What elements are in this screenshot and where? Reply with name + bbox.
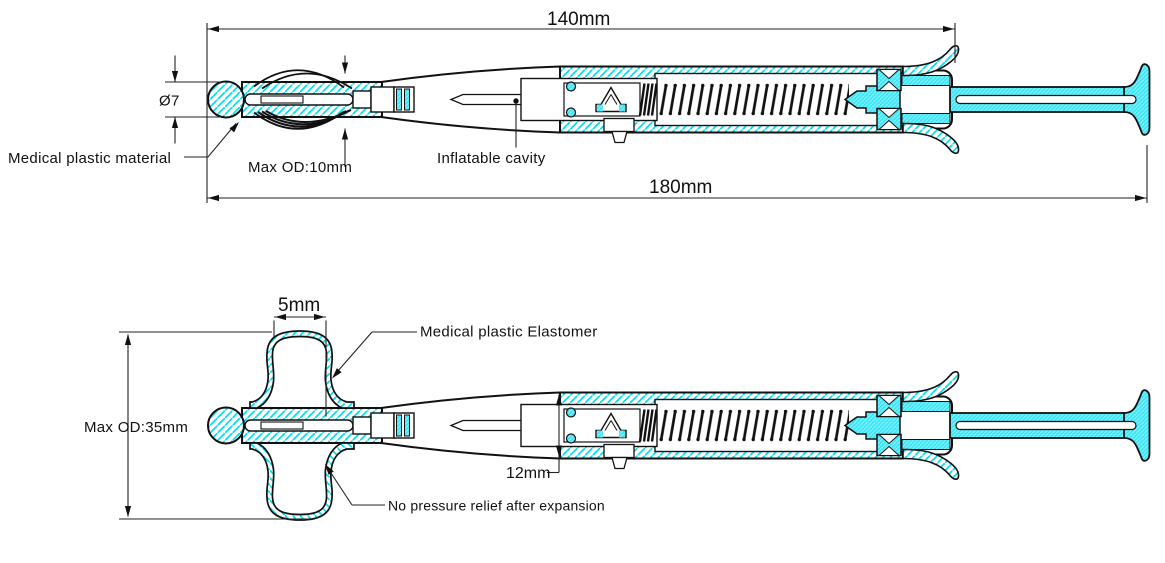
balloon-lobe-bottom <box>249 442 355 521</box>
top-view-deflated: 140mm 180mm Ø7 Max OD:10mm <box>8 9 1151 203</box>
dim-12mm: 12mm <box>506 394 563 482</box>
label-material-text: Medical plastic material <box>8 150 171 167</box>
dim-dia7-label: Ø7 <box>159 93 180 110</box>
label-cavity: Inflatable cavity <box>437 98 546 167</box>
deflated-balloon <box>253 69 353 130</box>
bottom-view-expanded: 5mm Max OD:35mm 12mm Medical plastic Ela… <box>84 295 1151 521</box>
label-no-pressure-relief: No pressure relief after expansion <box>322 462 605 514</box>
dim-140mm: 140mm <box>207 9 955 33</box>
dim-max-od-10-label: Max OD:10mm <box>248 159 352 176</box>
dim-5mm: 5mm <box>273 295 327 417</box>
dim-5mm-label: 5mm <box>278 295 320 316</box>
dim-max-od-10: Max OD:10mm <box>248 55 352 176</box>
dim-140mm-label: 140mm <box>547 9 610 30</box>
dim-180mm-label: 180mm <box>649 177 712 198</box>
label-elastomer-text: Medical plastic Elastomer <box>420 324 598 341</box>
device-instance-bottom <box>206 370 1151 481</box>
dim-12mm-label: 12mm <box>506 465 550 482</box>
label-material: Medical plastic material <box>8 119 242 167</box>
label-cavity-text: Inflatable cavity <box>437 150 546 167</box>
label-elastomer: Medical plastic Elastomer <box>329 324 598 381</box>
dim-max-od-35-label: Max OD:35mm <box>84 419 188 436</box>
dim-180mm: 180mm <box>207 177 1147 202</box>
dim-max-od-35: Max OD:35mm <box>84 331 310 520</box>
label-no-pressure-relief-text: No pressure relief after expansion <box>388 498 605 514</box>
dim-dia7: Ø7 <box>159 55 221 144</box>
device-instance-top <box>206 44 1151 155</box>
